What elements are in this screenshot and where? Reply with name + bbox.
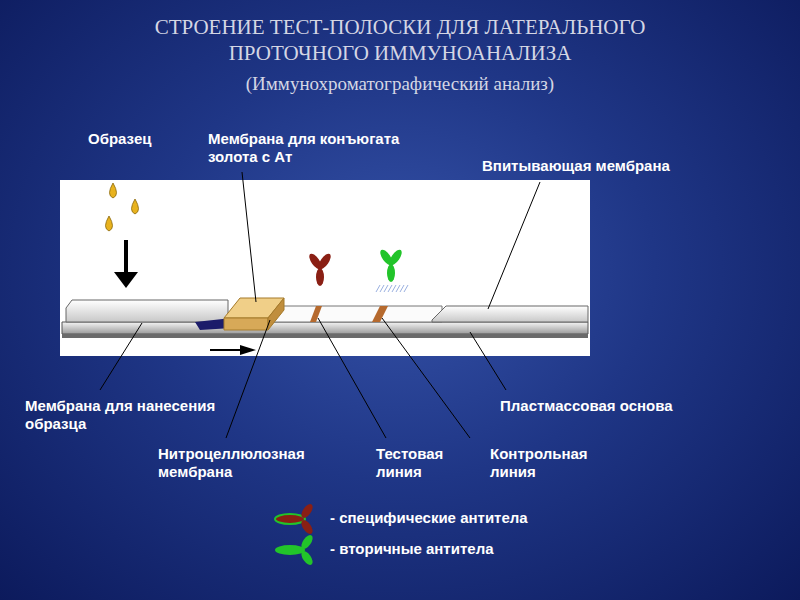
- part-label: Нитроцеллюлозная мембрана: [158, 445, 358, 481]
- flow-right-arrow: [210, 345, 256, 355]
- part-label: Контрольная линия: [490, 445, 630, 481]
- legend-text: - вторичные антитела: [330, 540, 630, 558]
- legend-sample-specific: [275, 502, 315, 536]
- sample-drops: [106, 183, 139, 231]
- part-label: Мембрана для нанесения образца: [25, 397, 225, 433]
- legend-sample-secondary: [275, 533, 315, 567]
- sample-pad: [66, 300, 228, 322]
- part-label: Пластмассовая основа: [500, 397, 750, 415]
- plastic-base: [62, 322, 588, 334]
- nitrocellulose: [270, 306, 442, 322]
- title: СТРОЕНИЕ ТЕСТ-ПОЛОСКИ ДЛЯ ЛАТЕРАЛЬНОГО П…: [90, 14, 710, 67]
- secondary-antibody: [378, 248, 404, 282]
- part-label: Впитывающая мембрана: [482, 157, 732, 175]
- part-label: Образец: [88, 130, 198, 148]
- part-label: Тестовая линия: [376, 445, 476, 481]
- absorbent-pad: [432, 306, 588, 322]
- hatch-marks: [376, 285, 408, 292]
- flow-down-arrow: [114, 240, 138, 288]
- subtitle: (Иммунохроматографический анализ): [120, 73, 680, 96]
- part-label: Мембрана для конъюгата золота с Ат: [208, 130, 438, 166]
- legend-text: - специфические антитела: [330, 509, 630, 527]
- control-line: [372, 306, 388, 322]
- specific-antibody: [307, 252, 333, 286]
- test-line: [310, 306, 322, 322]
